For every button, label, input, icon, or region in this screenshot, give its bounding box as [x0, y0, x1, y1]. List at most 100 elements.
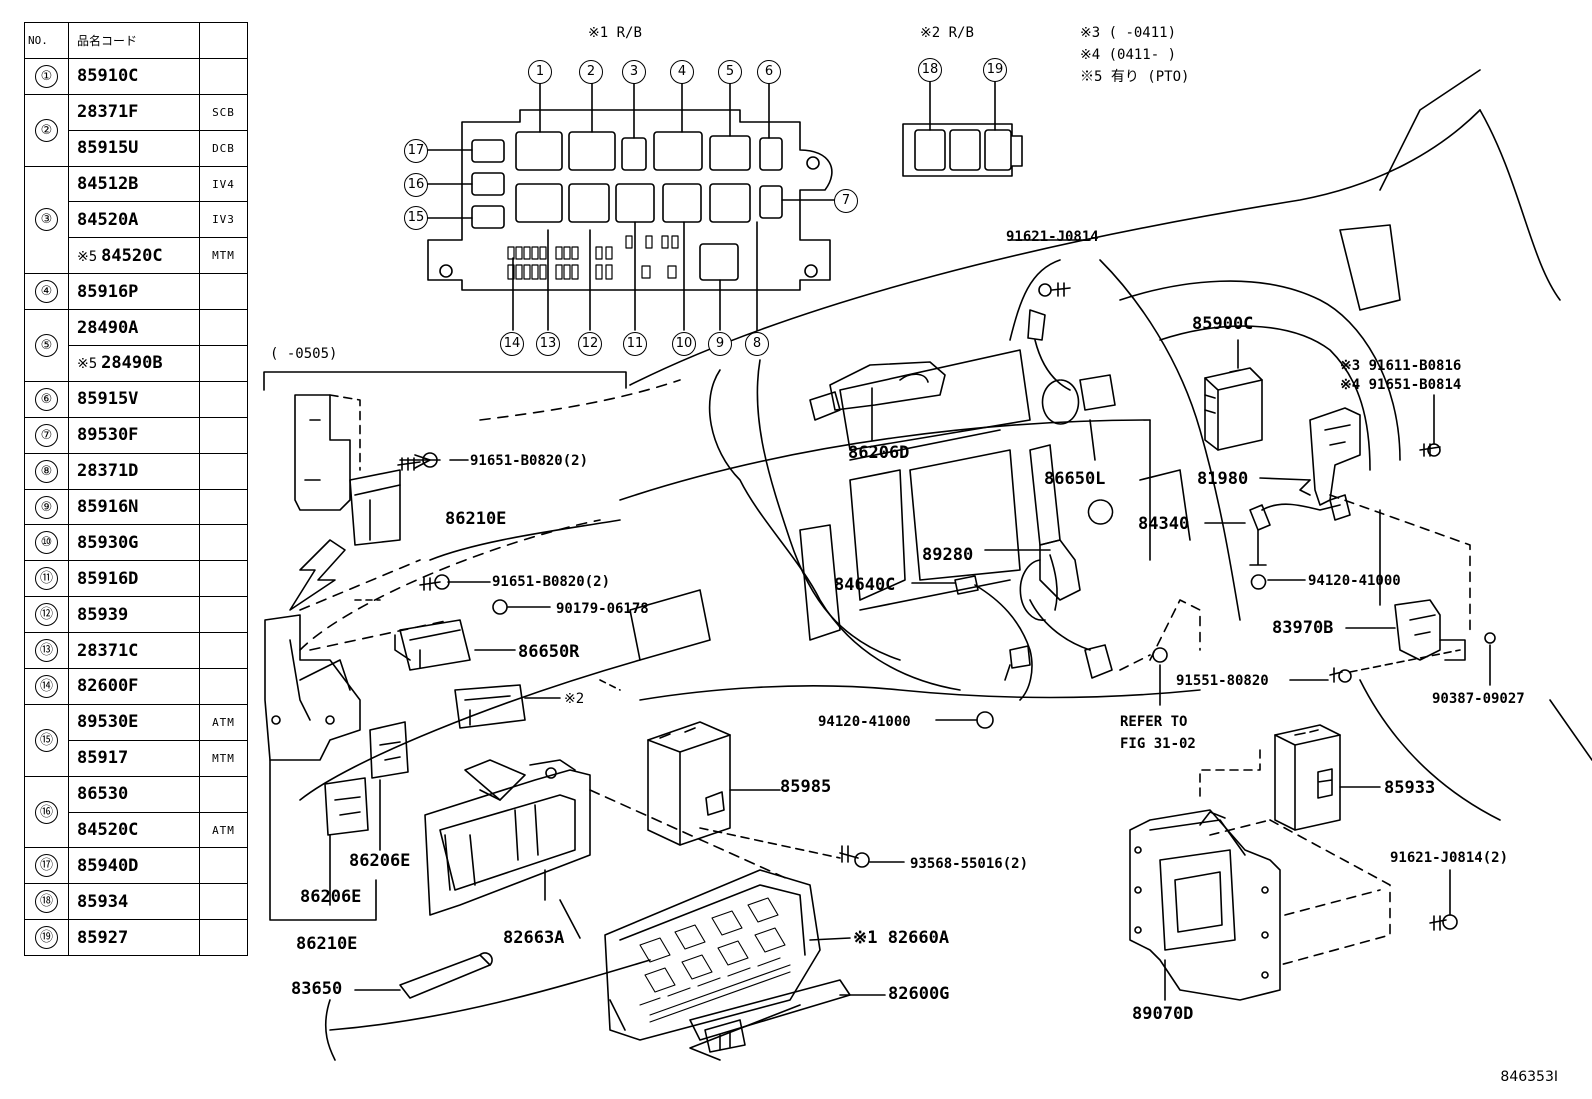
table-row: ⑬ 28371C: [24, 632, 248, 670]
label-fig-31-02: FIG 31-02: [1120, 736, 1196, 752]
callout-11: 11: [623, 332, 647, 356]
label-93568-55016: 93568-55016(2): [910, 856, 1029, 872]
row-number: ⑯: [35, 800, 58, 824]
part-code-cell: 89530F: [68, 416, 200, 454]
table-row: ⑪ 85916D: [24, 560, 248, 598]
part-code-cell: 28371D: [68, 452, 200, 490]
right-group-drawing: [1119, 339, 1496, 706]
row-number: ⑦: [35, 423, 58, 447]
row-number: ④: [35, 280, 58, 304]
row-number: ⑬: [35, 639, 58, 663]
part-code-cell: 28371C: [68, 632, 200, 670]
label-91611-B0816: ※3 91611-B0816: [1340, 358, 1462, 374]
part-code: 84520A: [77, 209, 139, 230]
part-code-cell: 85940D: [68, 847, 200, 885]
callout-9: 9: [708, 332, 732, 356]
row-number: ⑤: [35, 334, 58, 358]
part-note: [199, 632, 248, 670]
row-number: ⑮: [35, 728, 58, 752]
table-row: ⑤ 28490A: [24, 309, 248, 382]
callout-6: 6: [757, 60, 781, 84]
row-number-cell: ②: [24, 93, 69, 167]
part-note: [199, 524, 248, 562]
part-note: [199, 596, 248, 634]
label-94120-41000-b: 94120-41000: [818, 714, 911, 730]
part-code: 28371C: [77, 640, 139, 661]
part-note: [199, 847, 248, 885]
callout-10: 10: [672, 332, 696, 356]
label-85933: 85933: [1384, 778, 1436, 798]
part-code: 84520C: [101, 245, 163, 266]
part-note: [199, 452, 248, 490]
part-code-cell: 85916P: [68, 273, 200, 311]
rb1-note: ※1 R/B: [588, 25, 642, 41]
label-82600G: 82600G: [888, 984, 950, 1004]
part-code: 28490A: [77, 317, 139, 338]
part-code: 85940D: [77, 855, 139, 876]
part-code-cell: 84520A: [68, 201, 200, 239]
part-note: [199, 560, 248, 598]
label-91621-J0814-2: 91621-J0814(2): [1390, 850, 1509, 866]
part-code: 85916D: [77, 568, 139, 589]
table-header-no: NO.: [24, 22, 69, 59]
row-number: ⑭: [35, 674, 58, 698]
table-row: ⑨ 85916N: [24, 488, 248, 526]
label-84640C: 84640C: [834, 575, 896, 595]
label-86206D: 86206D: [848, 443, 910, 463]
table-header-code: 品名コード: [68, 22, 200, 59]
footnote-mark: ※5: [77, 248, 98, 265]
part-code: 89530F: [77, 425, 139, 446]
part-code: 85915V: [77, 389, 139, 410]
junction-block-drawing: [354, 759, 886, 1061]
part-note: [199, 416, 248, 454]
label-85900C: 85900C: [1192, 314, 1254, 334]
row-number-cell: ⑱: [24, 883, 69, 921]
part-code: 28490B: [101, 353, 163, 374]
part-note: [199, 345, 248, 382]
part-note: [199, 883, 248, 921]
center-cluster-drawing: [809, 239, 1116, 729]
part-code-cell: 28371F: [68, 93, 200, 131]
row-number-cell: ⑨: [24, 488, 69, 526]
part-code: 85917: [77, 748, 129, 769]
row-number: ⑱: [35, 890, 58, 914]
row-number-cell: ⑪: [24, 560, 69, 598]
part-note: [199, 775, 248, 813]
row-number: ⑩: [35, 531, 58, 555]
part-code: 85915U: [77, 138, 139, 159]
callout-17: 17: [404, 139, 428, 163]
label-83970B: 83970B: [1272, 618, 1334, 638]
label-86650R: 86650R: [518, 642, 580, 662]
rb2-note: ※2 R/B: [920, 25, 974, 41]
part-code: 85916P: [77, 281, 139, 302]
part-note: [199, 380, 248, 418]
callout-2: 2: [579, 60, 603, 84]
part-code: 28371D: [77, 461, 139, 482]
part-code: 85916N: [77, 497, 139, 518]
period-note: ( -0505): [270, 346, 338, 362]
row-number: ⑫: [35, 603, 58, 627]
part-note: ATM: [199, 703, 248, 741]
part-note: [199, 309, 248, 347]
part-code: 85910C: [77, 66, 139, 87]
label-85985: 85985: [780, 777, 832, 797]
callout-13: 13: [536, 332, 560, 356]
part-note: [199, 919, 248, 957]
part-code-cell: 85915U: [68, 129, 200, 167]
label-91651-B0820-a: 91651-B0820(2): [470, 453, 589, 469]
table-row: ④ 85916P: [24, 273, 248, 311]
part-code-cell: 85927: [68, 919, 200, 957]
row-number: ②: [35, 118, 58, 142]
label-rb2-ref: ※2: [564, 691, 585, 707]
part-note: DCB: [199, 129, 248, 167]
